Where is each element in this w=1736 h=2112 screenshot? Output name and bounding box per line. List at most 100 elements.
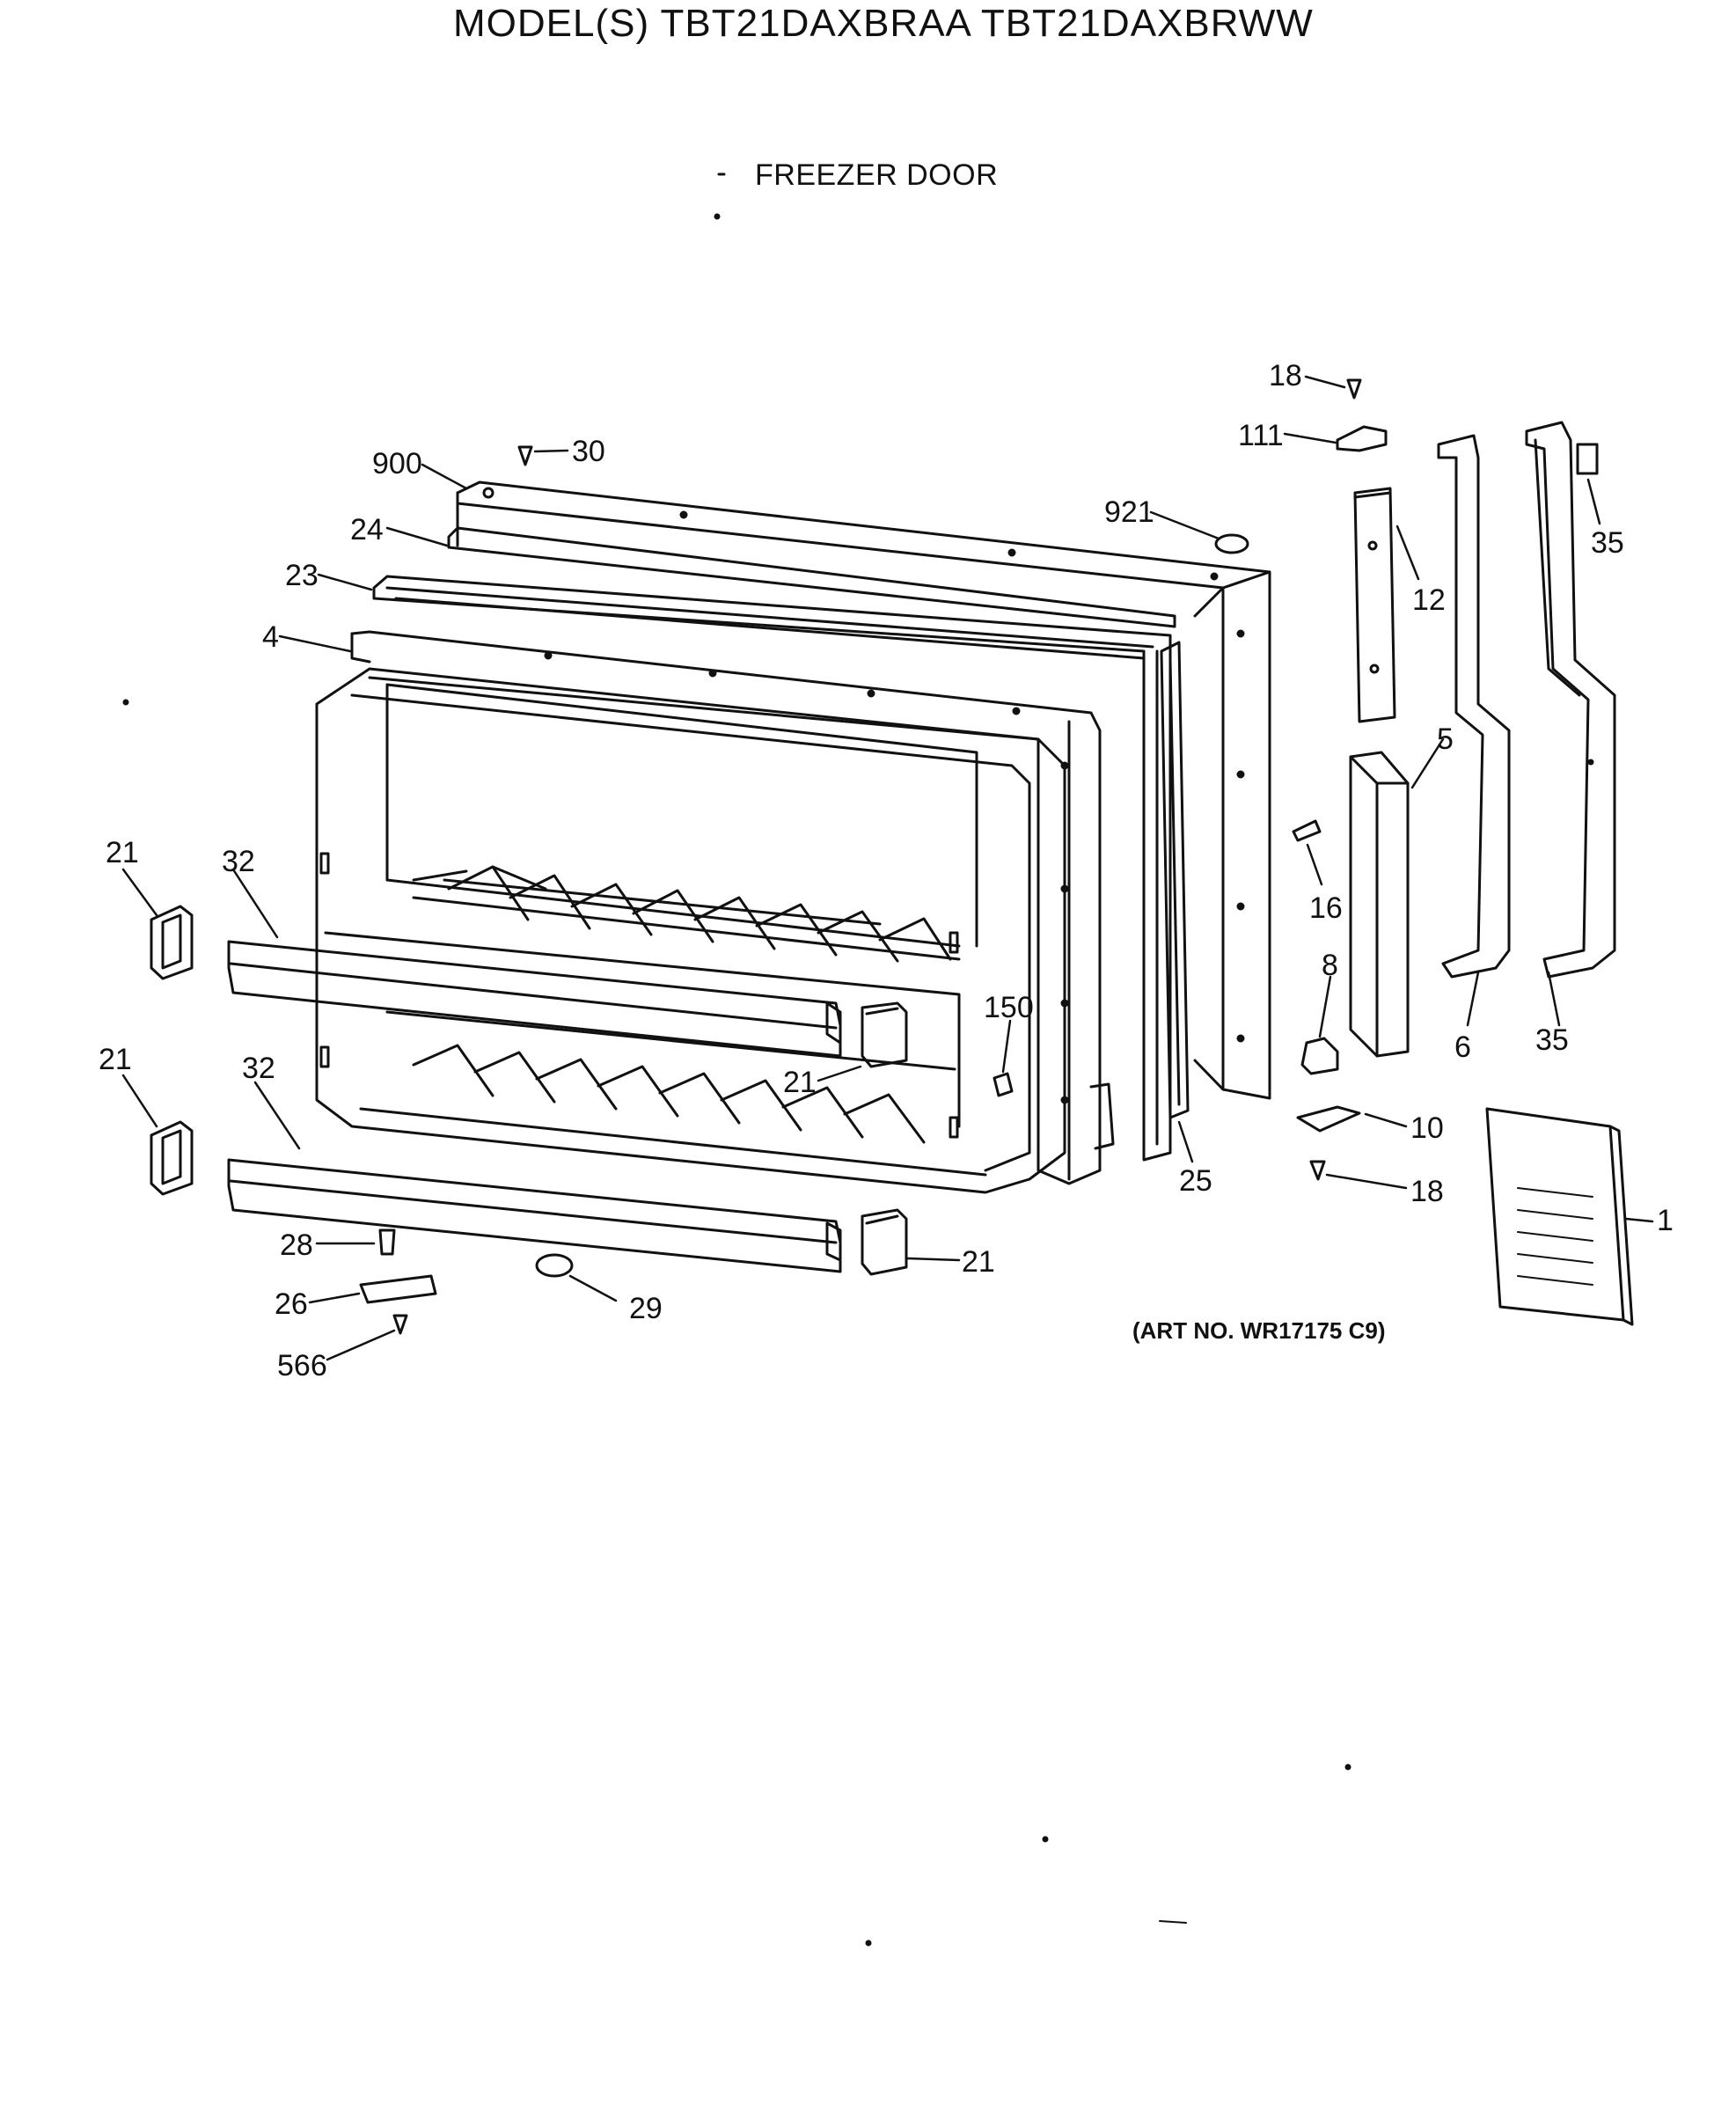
model-title: MODEL(S) TBT21DAXBRAA TBT21DAXBRWW xyxy=(453,2,1314,45)
callout-26: 26 xyxy=(275,1287,308,1321)
callout-18-bottom: 18 xyxy=(1410,1175,1444,1208)
callout-35-top: 35 xyxy=(1591,526,1624,560)
leader-900 xyxy=(421,463,468,490)
manual-booklet-1 xyxy=(1485,1107,1634,1326)
leader-921 xyxy=(1149,510,1220,540)
leader-35-top xyxy=(1586,478,1601,525)
leader-26 xyxy=(308,1292,361,1304)
hinge-lower-5 xyxy=(1349,751,1410,1058)
speck xyxy=(1159,1920,1187,1924)
end-cap-right-lower xyxy=(861,1208,908,1276)
callout-21-a: 21 xyxy=(106,836,139,869)
leader-8 xyxy=(1318,975,1332,1038)
callout-25: 25 xyxy=(1179,1164,1212,1198)
plug-29 xyxy=(535,1253,574,1278)
callout-30: 30 xyxy=(572,435,605,468)
callout-32-a: 32 xyxy=(222,845,255,878)
screw-16 xyxy=(1292,819,1322,842)
leader-150 xyxy=(1001,1019,1012,1074)
callout-12: 12 xyxy=(1412,583,1446,617)
callout-6: 6 xyxy=(1454,1030,1471,1064)
callout-10: 10 xyxy=(1410,1111,1444,1145)
callout-16: 16 xyxy=(1309,891,1343,925)
speck xyxy=(865,1940,872,1947)
top-trim-strip xyxy=(447,526,1176,628)
callout-21-b: 21 xyxy=(783,1066,817,1099)
leader-10 xyxy=(1364,1112,1408,1128)
leader-35-bottom xyxy=(1547,971,1561,1027)
speck xyxy=(1587,759,1594,766)
callout-921: 921 xyxy=(1104,495,1154,529)
leader-1 xyxy=(1624,1217,1654,1223)
callout-28: 28 xyxy=(280,1228,313,1262)
callout-32-b: 32 xyxy=(242,1052,275,1085)
end-cap-left-lower xyxy=(150,1120,194,1196)
leader-32-b xyxy=(253,1081,301,1150)
screw-566 xyxy=(392,1314,408,1335)
callout-1: 1 xyxy=(1657,1204,1674,1237)
leader-12 xyxy=(1395,524,1420,581)
callout-21-c: 21 xyxy=(99,1043,132,1076)
hinge-bracket-12 xyxy=(1353,487,1396,723)
leader-566 xyxy=(326,1329,396,1361)
end-cap-right-upper xyxy=(861,1001,908,1068)
outer-door-panel xyxy=(456,480,1271,1100)
screw-28 xyxy=(378,1228,396,1256)
leader-18-top xyxy=(1304,375,1346,389)
shelf-bar-lower xyxy=(227,1158,842,1273)
screw-30 xyxy=(517,445,533,466)
leader-21-b xyxy=(817,1065,862,1082)
callout-29: 29 xyxy=(629,1292,663,1325)
art-number: (ART NO. WR17175 C9) xyxy=(1132,1317,1386,1344)
shelf-bar-upper xyxy=(227,940,842,1058)
leader-4 xyxy=(278,634,352,653)
leader-21-d xyxy=(906,1257,961,1262)
title-dot xyxy=(714,213,721,220)
screw-18-top xyxy=(1346,378,1362,400)
speck xyxy=(122,699,129,706)
leader-21-a xyxy=(121,868,158,917)
leader-lines xyxy=(121,375,1654,1361)
leader-6 xyxy=(1466,971,1480,1027)
hinge-plate-10 xyxy=(1296,1105,1361,1133)
bushing-8 xyxy=(1300,1037,1339,1075)
side-strip xyxy=(1160,641,1190,1119)
callout-900: 900 xyxy=(372,447,422,480)
speck xyxy=(1042,1836,1049,1843)
leader-21-c xyxy=(121,1074,158,1128)
speck xyxy=(1344,1764,1351,1771)
handle-bar-6 xyxy=(1437,434,1511,979)
end-cap-left-upper xyxy=(150,905,194,980)
bracket-26 xyxy=(359,1274,437,1304)
callout-35-bottom: 35 xyxy=(1535,1023,1569,1057)
leader-111 xyxy=(1283,432,1337,444)
leader-23 xyxy=(317,573,373,591)
callout-111: 111 xyxy=(1238,419,1284,452)
plug-921 xyxy=(1214,533,1249,554)
callout-8: 8 xyxy=(1322,949,1338,982)
leader-32-a xyxy=(231,868,279,939)
handle-bar-35 xyxy=(1525,421,1616,979)
callout-150: 150 xyxy=(984,991,1034,1024)
leader-16 xyxy=(1306,843,1323,886)
leader-29 xyxy=(568,1274,618,1302)
callout-566: 566 xyxy=(277,1349,327,1382)
callout-24: 24 xyxy=(350,513,384,546)
hinge-top-111 xyxy=(1336,425,1388,452)
callout-4: 4 xyxy=(262,620,279,654)
handle-cap-35 xyxy=(1576,443,1599,475)
callout-18-top: 18 xyxy=(1269,359,1302,392)
callout-23: 23 xyxy=(285,559,319,592)
screw-150 xyxy=(993,1072,1014,1097)
leader-18-bottom xyxy=(1325,1173,1408,1190)
callout-21-d: 21 xyxy=(962,1245,995,1279)
screw-18-bottom xyxy=(1309,1160,1326,1181)
door-gasket xyxy=(372,575,1172,1162)
section-title: FREEZER DOOR xyxy=(755,158,999,192)
inner-liner xyxy=(315,667,1115,1194)
leader-24 xyxy=(385,526,449,547)
leader-25 xyxy=(1177,1120,1194,1163)
callout-5: 5 xyxy=(1437,722,1454,756)
